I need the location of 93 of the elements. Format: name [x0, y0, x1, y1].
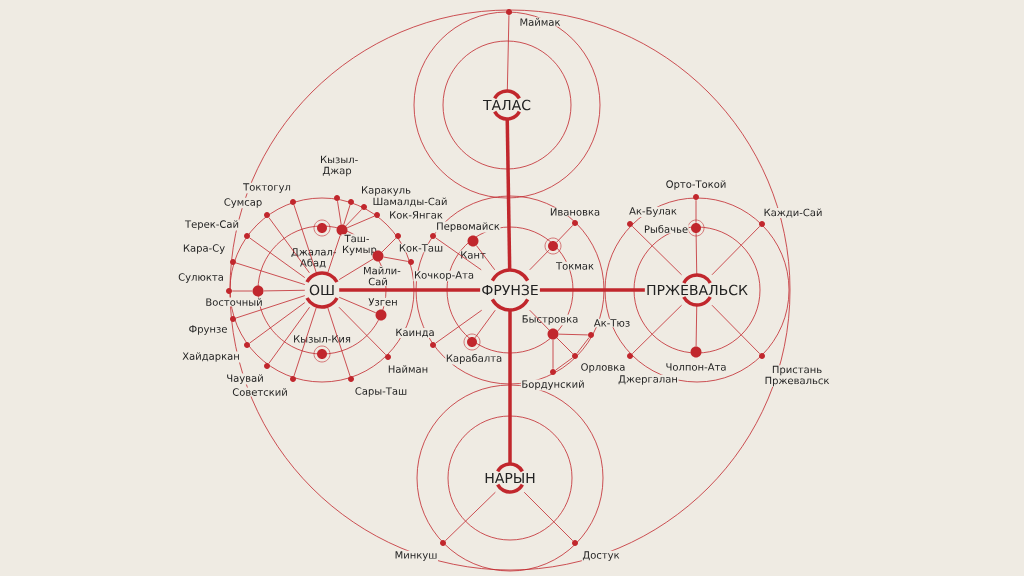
station-label: Пристань Пржевальск: [761, 365, 833, 387]
station-label: Таш-Кумыр: [341, 234, 377, 256]
route-line: [327, 235, 341, 274]
hub-station: ОШ: [309, 284, 334, 296]
route-line: [556, 337, 574, 355]
station-label: Маймак: [518, 17, 562, 27]
route-line: [343, 204, 351, 225]
route-line: [346, 215, 375, 229]
route-line: [337, 200, 342, 225]
station-label: Майли-Сай: [362, 266, 401, 286]
station-label: Шамалды-Сай: [371, 196, 449, 208]
station-label: Кочкор-Ата: [413, 270, 475, 282]
route-line: [711, 225, 761, 276]
route-line: [268, 217, 310, 274]
station-label: Карабалта: [445, 353, 503, 365]
station-label: Кызыл-Джар: [319, 155, 358, 177]
route-line: [508, 310, 512, 464]
route-line: [249, 302, 306, 344]
route-line: [523, 491, 574, 542]
station-label: Ивановка: [549, 207, 601, 217]
route-line: [552, 339, 554, 370]
route-line: [529, 309, 550, 331]
station-label: Кызыл-Кия: [292, 334, 352, 344]
station-label: Сулюкта: [177, 272, 225, 284]
station-label: Токмак: [555, 261, 595, 271]
route-line: [338, 306, 387, 356]
station-label: Кара-Су: [182, 243, 226, 255]
station-label: Хайдаркан: [181, 351, 241, 363]
station-label: Быстровка: [521, 314, 579, 326]
station-label: Сумсар: [223, 197, 263, 209]
station-label: Советский: [231, 387, 289, 397]
route-line: [231, 290, 253, 292]
hub-station: ПРЖЕВАЛЬСК: [647, 284, 748, 296]
route-line: [444, 491, 496, 542]
route-line: [249, 237, 306, 278]
route-line: [235, 262, 306, 285]
route-line: [476, 245, 496, 271]
station-label: Ак-Тюз: [593, 318, 631, 328]
station-label: Минкуш: [394, 550, 438, 562]
station-label: Чаувай: [225, 373, 265, 385]
station-label: Достук: [581, 550, 621, 562]
route-line: [555, 357, 573, 371]
route-line: [695, 304, 698, 347]
route-line: [695, 232, 698, 276]
station-label: Каинда: [394, 328, 436, 338]
route-line: [505, 119, 512, 270]
route-line: [345, 208, 363, 227]
station-label: Кант: [459, 250, 487, 260]
route-line: [539, 288, 645, 292]
station-label: Джергалан: [617, 374, 679, 386]
route-line: [506, 14, 510, 92]
route-line: [711, 304, 761, 355]
station-label: Терек-Сай: [184, 219, 240, 231]
route-line: [435, 309, 483, 344]
hub-station: НАРЫН: [485, 472, 535, 484]
route-line: [474, 309, 496, 339]
station-label: Кок-Янгак: [388, 210, 444, 220]
route-line: [263, 289, 306, 292]
route-line: [338, 296, 377, 314]
station-label: Первомайск: [435, 221, 501, 233]
route-line: [327, 306, 351, 377]
station-label: Каракуль: [360, 185, 412, 197]
station-label: Узген: [367, 297, 399, 307]
route-line: [529, 249, 550, 271]
station-label: Орловка: [580, 362, 626, 374]
station-label: Кок-Таш: [398, 243, 444, 253]
route-line: [558, 333, 589, 336]
station-label: Кажди-Сай: [763, 207, 824, 219]
station-label: Орто-Токой: [665, 179, 727, 191]
route-line: [383, 256, 409, 262]
hub-station: ТАЛАС: [482, 99, 531, 111]
station-label: Восточный: [204, 297, 264, 307]
route-line: [268, 306, 310, 364]
route-line: [293, 204, 317, 274]
station-label: Найман: [387, 364, 429, 374]
station-label: Бордунский: [520, 379, 586, 391]
route-line: [339, 288, 481, 292]
hub-station: ФРУНЗЕ: [482, 284, 538, 296]
station-label: Чолпон-Ата: [664, 362, 728, 372]
route-line: [576, 337, 590, 354]
route-line: [556, 224, 574, 243]
station-label: Фрунзе: [187, 324, 229, 336]
route-line: [695, 199, 697, 224]
station-label: Токтогул: [242, 182, 292, 194]
route-line: [381, 237, 397, 253]
route-line: [435, 237, 482, 271]
station-label: Сары-Таш: [354, 386, 408, 398]
route-line: [235, 295, 306, 319]
station-label: Ак-Булак: [628, 206, 678, 218]
route-line: [338, 258, 374, 280]
route-line: [293, 306, 317, 377]
station-label: Рыбачье: [643, 224, 689, 234]
route-line: [631, 304, 682, 355]
